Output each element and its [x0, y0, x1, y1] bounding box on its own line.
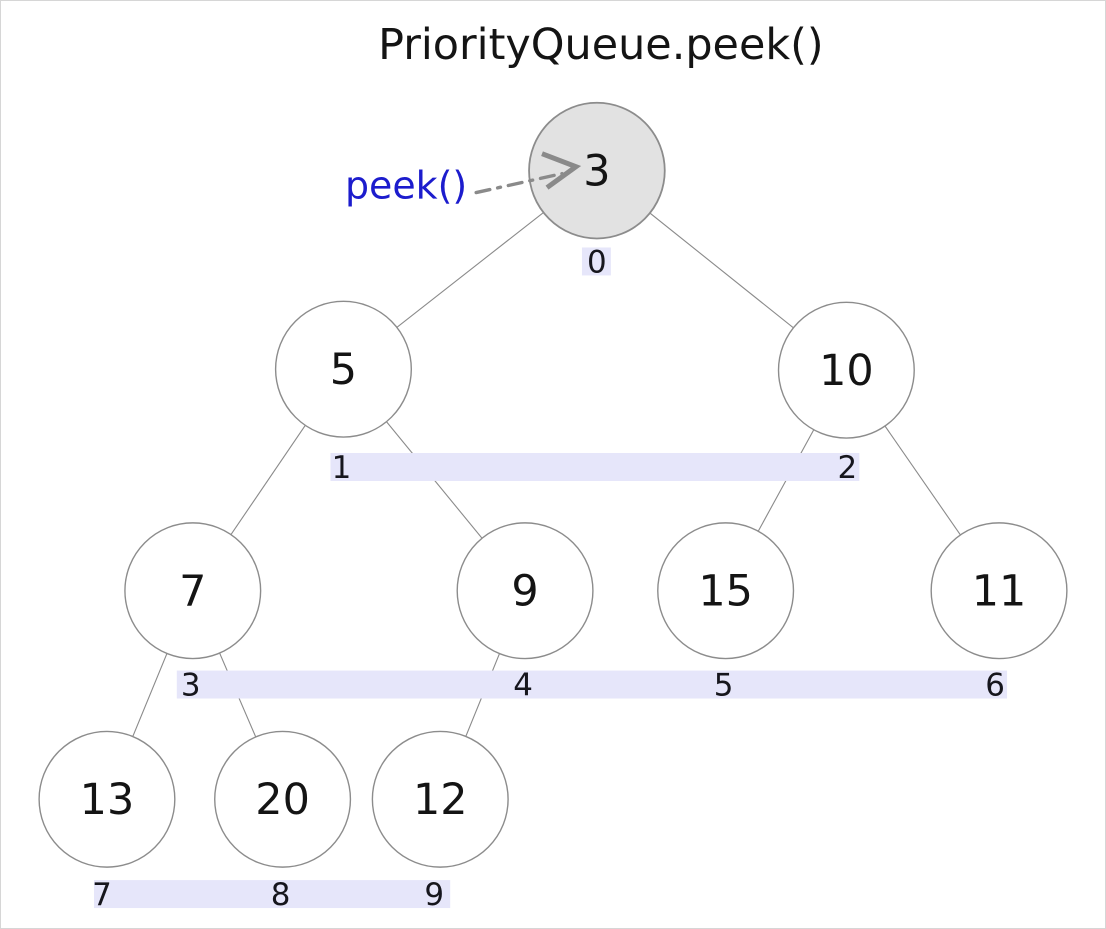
heap-node-circle	[38, 730, 176, 868]
tree-node: 3	[528, 101, 666, 240]
diagram-title: PriorityQueue.peek()	[378, 20, 823, 70]
heap-node-circle	[274, 300, 413, 438]
heap-node-circle-highlighted	[528, 101, 666, 240]
index-label: 3	[181, 668, 201, 704]
index-label: 4	[513, 668, 533, 704]
heap-node-circle	[456, 522, 594, 660]
index-label: 7	[92, 877, 112, 913]
node-value: 13	[80, 775, 135, 825]
tree-node: 13	[38, 730, 176, 868]
node-value: 5	[330, 345, 357, 395]
node-value: 9	[511, 567, 538, 617]
tree-node: 12	[371, 730, 509, 868]
index-label: 0	[587, 244, 607, 280]
tree-node: 9	[456, 522, 594, 660]
tree-edges	[106, 170, 1000, 800]
heap-node-circle	[930, 522, 1068, 660]
tree-node: 7	[124, 522, 262, 660]
tree-node: 20	[214, 730, 352, 868]
index-label: 5	[714, 668, 734, 704]
index-label: 6	[985, 668, 1005, 704]
peek-annotation: peek()	[345, 151, 582, 208]
tree-node: 10	[777, 301, 915, 439]
heap-node-circle	[371, 730, 509, 868]
node-value: 10	[819, 346, 874, 396]
index-label: 9	[424, 877, 444, 913]
node-value: 15	[698, 567, 753, 617]
heap-node-circle	[214, 730, 352, 868]
index-label: 8	[271, 877, 291, 913]
node-value: 11	[972, 567, 1027, 617]
node-value: 7	[179, 567, 206, 617]
index-band	[93, 880, 451, 909]
peek-arrow-line	[474, 171, 564, 195]
node-value: 3	[583, 147, 610, 197]
index-band	[330, 453, 860, 481]
index-band	[581, 247, 611, 276]
tree-node: 5	[274, 300, 413, 438]
tree-node: 11	[930, 522, 1068, 660]
index-label: 1	[332, 450, 352, 486]
heap-node-circle	[777, 301, 915, 439]
peek-arrowhead-icon	[541, 151, 582, 190]
peek-annotation-label: peek()	[345, 164, 467, 208]
heap-node-circle	[657, 522, 795, 660]
index-band	[176, 670, 1008, 699]
node-value: 20	[255, 775, 310, 825]
node-value: 12	[413, 775, 468, 825]
heap-node-circle	[124, 522, 262, 660]
tree-node: 15	[657, 522, 795, 660]
index-label: 2	[838, 450, 858, 486]
